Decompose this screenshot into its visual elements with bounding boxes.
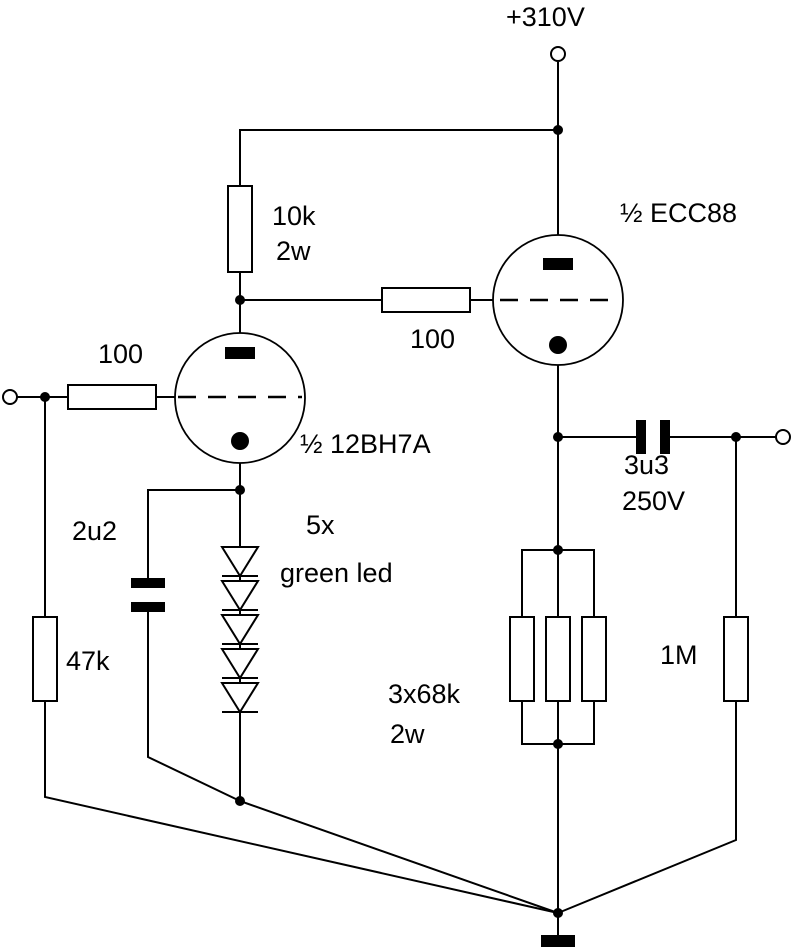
r-in-ground-wire [44, 701, 559, 914]
c-bypass-value-label: 2u2 [72, 516, 117, 546]
tube-v1-cathode [231, 432, 249, 450]
resistor-grid-v1-100[interactable] [67, 384, 157, 410]
r-grid2-value-label: 100 [410, 324, 455, 354]
r-out-value-label: 1M [660, 640, 698, 670]
junction-dot [235, 485, 245, 495]
tube-v1[interactable] [174, 332, 306, 464]
tube-v1-plate [225, 347, 255, 359]
resistor-load-68k-1[interactable] [509, 616, 535, 702]
capacitor-bypass-plate-top [131, 578, 165, 588]
junction-dot [553, 739, 563, 749]
r-plate-value-label: 10k [272, 201, 316, 231]
capacitor-bypass-plate-bottom [131, 602, 165, 612]
supply-terminal[interactable] [550, 46, 566, 62]
r-load-value-label: 3x68k [388, 679, 461, 709]
plate-supply-wire [239, 129, 558, 186]
led-string[interactable] [220, 546, 260, 716]
resistor-load-68k-2[interactable] [545, 616, 571, 702]
tube-v2-plate [543, 258, 573, 270]
junction-dot [235, 796, 245, 806]
tube-v2-envelope [492, 234, 624, 366]
led-diode [220, 580, 260, 612]
led-diode [220, 682, 260, 714]
junction-dot [40, 392, 50, 402]
output-terminal[interactable] [775, 429, 791, 445]
junction-dot [553, 908, 563, 918]
led-return-wire [239, 800, 559, 914]
resistor-grid-v2-100[interactable] [381, 287, 471, 313]
c-out-rating-label: 250V [622, 486, 685, 516]
supply-voltage-label: +310V [506, 2, 585, 32]
c-bypass-top-wire [147, 489, 240, 578]
capacitor-output-plate-right [660, 420, 670, 454]
capacitor-output[interactable] [636, 420, 670, 454]
led-count-label: 5x [306, 510, 335, 540]
resistor-input-47k[interactable] [32, 616, 58, 702]
junction-dot [553, 125, 563, 135]
tube-v2[interactable] [492, 234, 624, 366]
capacitor-bypass[interactable] [131, 578, 165, 612]
led-diode [220, 546, 260, 578]
junction-dot [553, 432, 563, 442]
resistor-load-68k-3[interactable] [581, 616, 607, 702]
resistor-plate-10k[interactable] [227, 185, 253, 273]
tube-v1-label: ½ 12BH7A [300, 429, 431, 459]
junction-dot [553, 545, 563, 555]
junction-dot [235, 295, 245, 305]
c-bypass-ground-wire [147, 612, 241, 802]
r-in-value-label: 47k [66, 646, 110, 676]
junctions [40, 125, 741, 918]
tube-v2-cathode [549, 336, 567, 354]
r-grid1-value-label: 100 [98, 339, 143, 369]
led-diode [220, 614, 260, 646]
r-load-rating-label: 2w [390, 719, 425, 749]
capacitor-output-plate-left [636, 420, 646, 454]
ground-symbol [541, 935, 575, 947]
r-out-ground-wire [557, 701, 737, 914]
c-out-value-label: 3u3 [624, 450, 669, 480]
input-terminal[interactable] [2, 389, 18, 405]
wires [16, 62, 777, 935]
junction-dot [731, 432, 741, 442]
tube-v2-label: ½ ECC88 [620, 198, 737, 228]
led-diode [220, 648, 260, 680]
resistor-output-1m[interactable] [723, 616, 749, 702]
r-plate-rating-label: 2w [276, 236, 311, 266]
led-type-label: green led [280, 558, 393, 588]
